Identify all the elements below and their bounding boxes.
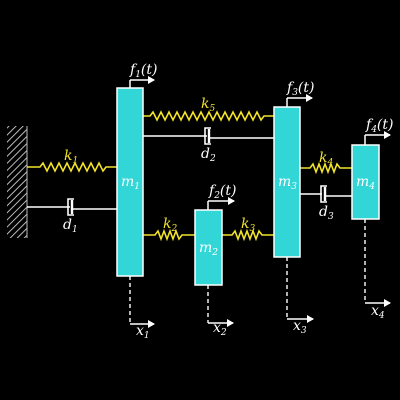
spring-k4-label: k4	[319, 150, 333, 168]
force-f1-label: f1(t)	[129, 62, 157, 80]
spring-k1	[27, 161, 117, 173]
spring-k5	[143, 110, 274, 122]
damper-d3-label: d3	[319, 204, 334, 222]
force-f2-label: f2(t)	[208, 183, 236, 201]
displacement-x2-arrow	[207, 285, 234, 327]
fixed-wall	[7, 126, 27, 238]
force-f4-arrow	[364, 131, 391, 145]
damper-d1-label: d1	[63, 217, 78, 235]
mass-m3	[273, 106, 301, 258]
force-f3-label: f3(t)	[286, 80, 314, 98]
force-f1-arrow	[129, 76, 155, 88]
displacement-x4-label: x4	[371, 303, 385, 321]
displacement-x3-arrow	[286, 257, 314, 323]
spring-k3	[222, 228, 274, 242]
mass-m1-label: m1	[121, 174, 140, 192]
force-f3-arrow	[286, 94, 313, 107]
force-f2-arrow	[207, 197, 235, 210]
displacement-x1-label: x1	[136, 323, 150, 341]
displacement-x1-arrow	[129, 276, 155, 328]
mass-m3-label: m3	[278, 174, 297, 192]
spring-k2	[143, 228, 195, 242]
mass-m4-label: m4	[356, 174, 375, 192]
spring-k4	[300, 161, 352, 175]
mass-m2-label: m2	[199, 240, 218, 258]
mass-m1	[116, 87, 144, 277]
damper-d2	[143, 127, 274, 145]
damper-d2-label: d2	[201, 146, 216, 164]
damper-d1	[27, 198, 117, 216]
spring-k1-label: k1	[64, 148, 78, 166]
spring-k2-label: k2	[163, 216, 177, 234]
spring-k5-label: k5	[201, 96, 215, 114]
displacement-x4-arrow	[364, 219, 391, 307]
displacement-x3-label: x3	[293, 318, 307, 336]
spring-k3-label: k3	[241, 216, 255, 234]
displacement-x2-label: x2	[213, 320, 227, 338]
damper-d3	[300, 185, 352, 203]
force-f4-label: f4(t)	[365, 117, 393, 135]
